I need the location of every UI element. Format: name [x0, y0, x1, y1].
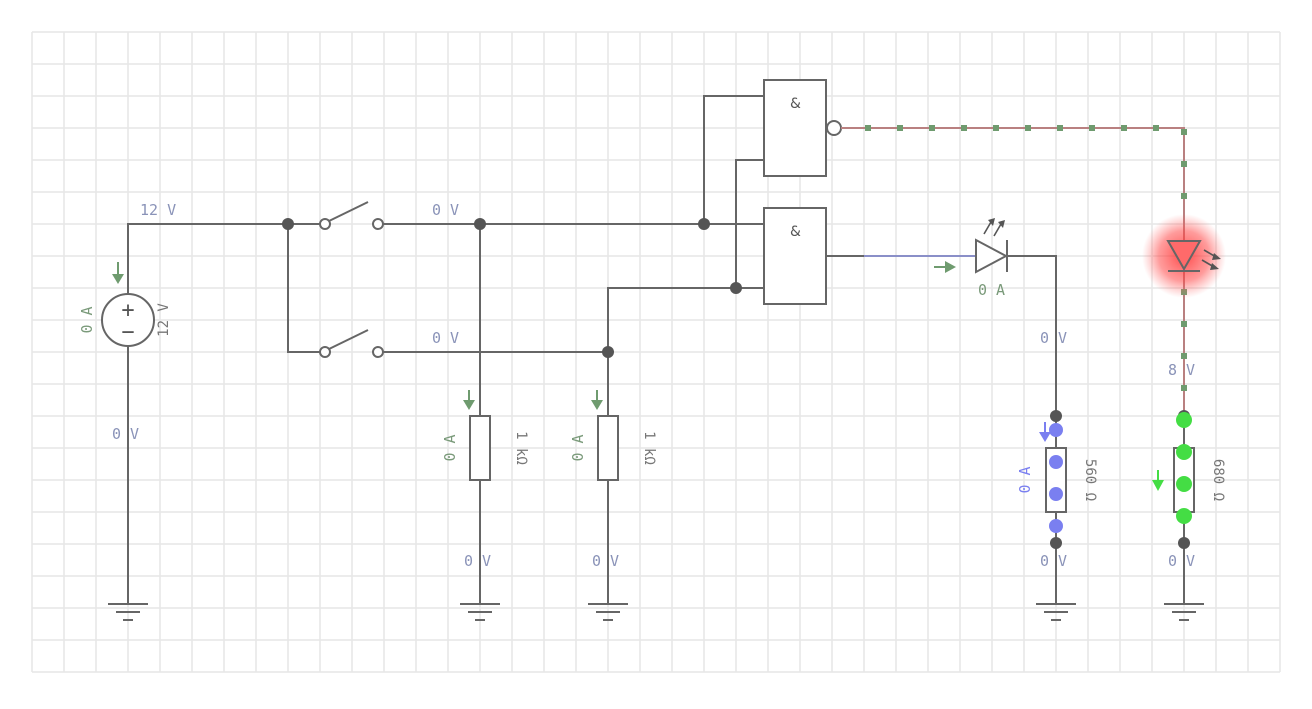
current-dot: [897, 125, 903, 131]
current-dot: [1153, 125, 1159, 131]
resistor3-top-voltage: 0 V: [1040, 329, 1067, 347]
resistor2-value: 1 kΩ: [641, 431, 657, 465]
inverter-bubble: [826, 120, 842, 136]
resistor4-bottom-voltage: 0 V: [1168, 552, 1195, 570]
current-dot: [1089, 125, 1095, 131]
current-arrow-icon: [1152, 470, 1164, 491]
switch1-output-voltage: 0 V: [432, 201, 459, 219]
voltage-source[interactable]: + − 12 V 0 A 12 V 0 V: [78, 201, 288, 604]
junction-node: [474, 218, 486, 230]
ground-icon: [108, 603, 148, 621]
source-value: 12 V: [156, 303, 172, 337]
current-dot: [1049, 455, 1063, 469]
current-arrow-icon: [934, 261, 956, 273]
current-dot: [1181, 321, 1187, 327]
junction-node: [282, 218, 294, 230]
switch-2[interactable]: [287, 224, 608, 358]
plus-sign: +: [121, 298, 134, 323]
resistor-4[interactable]: 8 V 680 Ω 0 V: [1152, 361, 1226, 604]
active-wire: [841, 125, 1187, 416]
led1-current: 0 A: [978, 281, 1005, 299]
current-arrow-icon: [112, 262, 124, 284]
ground-icon: [1164, 603, 1204, 621]
resistor-3[interactable]: 0 V 0 A 560 Ω 0 V: [1016, 329, 1098, 604]
resistor-1[interactable]: 0 A 1 kΩ 0 V: [441, 224, 529, 604]
current-arrow-icon: [591, 390, 603, 410]
wire: [703, 95, 764, 224]
ground-icon: [1036, 603, 1076, 621]
current-dot: [1176, 508, 1192, 524]
nand-symbol: &: [790, 96, 801, 112]
switch-1[interactable]: [288, 201, 704, 230]
source-circle: [101, 293, 155, 347]
light-emission-icon: [1201, 249, 1221, 270]
current-dot: [1176, 412, 1192, 428]
resistor3-bottom-voltage: 0 V: [1040, 552, 1067, 570]
resistor1-current: 0 A: [441, 434, 459, 461]
current-dot: [929, 125, 935, 131]
junction-node: [730, 282, 742, 294]
resistor2-current: 0 A: [569, 434, 587, 461]
current-dot: [961, 125, 967, 131]
current-dot: [1176, 444, 1192, 460]
resistor2-bottom-voltage: 0 V: [592, 552, 619, 570]
current-arrow-icon: [463, 390, 475, 410]
current-dot: [1049, 519, 1063, 533]
resistor3-current: 0 A: [1016, 466, 1034, 493]
switch2-output-voltage: 0 V: [432, 329, 459, 347]
current-dot: [865, 125, 871, 131]
led-2[interactable]: [1142, 214, 1226, 298]
resistor1-value: 1 kΩ: [513, 431, 529, 465]
light-emission-icon: [983, 218, 1005, 237]
current-dot: [1121, 125, 1127, 131]
current-dot: [1049, 487, 1063, 501]
current-dot: [1181, 385, 1187, 391]
resistor1-bottom-voltage: 0 V: [464, 552, 491, 570]
minus-sign: −: [121, 320, 134, 345]
and-gate[interactable]: &: [763, 207, 827, 305]
nand-gate[interactable]: &: [763, 79, 842, 177]
resistor4-top-voltage: 8 V: [1168, 361, 1195, 379]
current-dot: [1057, 125, 1063, 131]
current-arrow-icon: [1039, 422, 1051, 442]
ground-icon: [460, 603, 500, 621]
current-dot: [1176, 476, 1192, 492]
resistor-2[interactable]: 0 A 1 kΩ 0 V: [569, 287, 736, 604]
current-dot: [1181, 129, 1187, 135]
resistor4-value: 680 Ω: [1210, 459, 1226, 501]
current-dot: [993, 125, 999, 131]
ground-icon: [588, 603, 628, 621]
junction-node: [602, 346, 614, 358]
current-dot: [1049, 423, 1063, 437]
wire: [735, 159, 764, 288]
source-top-voltage: 12 V: [140, 201, 176, 219]
junction-node: [698, 218, 710, 230]
resistor3-value: 560 Ω: [1082, 459, 1098, 501]
source-bottom-voltage: 0 V: [112, 425, 139, 443]
current-dot: [1181, 193, 1187, 199]
current-dot: [1025, 125, 1031, 131]
current-dot: [1181, 353, 1187, 359]
and-symbol: &: [790, 224, 801, 240]
led-1[interactable]: 0 A: [826, 218, 1057, 416]
current-dot: [1181, 161, 1187, 167]
source-current: 0 A: [78, 306, 96, 333]
